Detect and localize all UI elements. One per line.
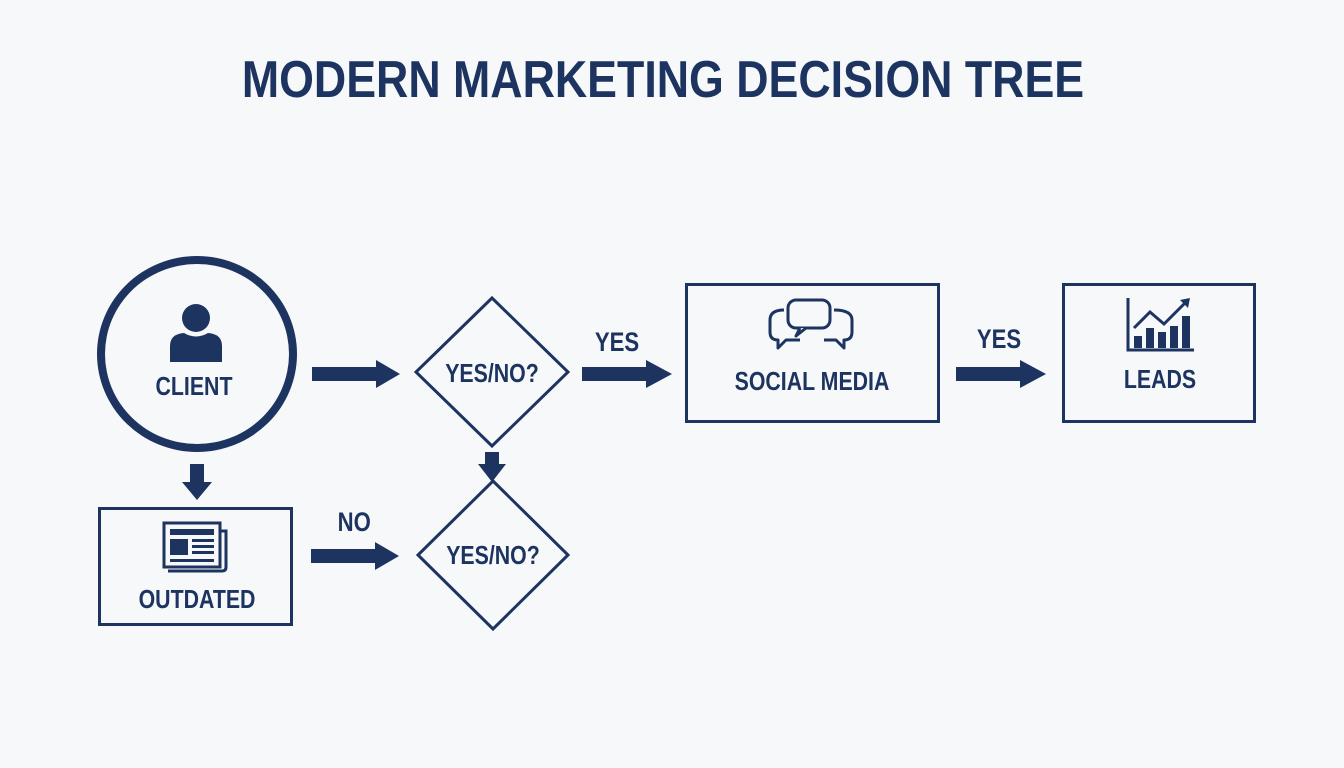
outdated-label: OUTDATED	[138, 584, 256, 614]
leads-label: LEADS	[1123, 364, 1197, 394]
edge-label-yes-2: YES	[976, 324, 1022, 354]
social-media-label: SOCIAL MEDIA	[734, 366, 890, 396]
arrow-right-icon	[311, 542, 399, 570]
arrow-right-icon	[312, 360, 400, 388]
arrow-right-icon	[956, 360, 1046, 388]
outdated-node	[98, 507, 293, 626]
leads-node	[1062, 283, 1256, 423]
edge-label-no: NO	[337, 507, 371, 537]
edge-label-yes-1: YES	[594, 327, 640, 357]
arrow-down-icon	[478, 452, 506, 482]
arrow-right-icon	[582, 360, 672, 388]
newspaper-icon	[162, 521, 228, 573]
person-icon	[170, 304, 222, 362]
decision-diamond-1	[413, 295, 571, 449]
diagram-title: MODERN MARKETING DECISION TREE	[241, 51, 1085, 109]
client-node	[97, 256, 297, 452]
decision-diamond-2	[415, 478, 571, 632]
decision1-label: YES/NO?	[445, 358, 539, 388]
arrow-down-icon	[182, 464, 212, 500]
growth-chart-icon	[1126, 298, 1194, 352]
client-label: CLIENT	[155, 371, 233, 401]
social-media-node	[685, 283, 940, 423]
decision2-label: YES/NO?	[446, 540, 540, 570]
chat-bubbles-icon	[768, 298, 854, 350]
